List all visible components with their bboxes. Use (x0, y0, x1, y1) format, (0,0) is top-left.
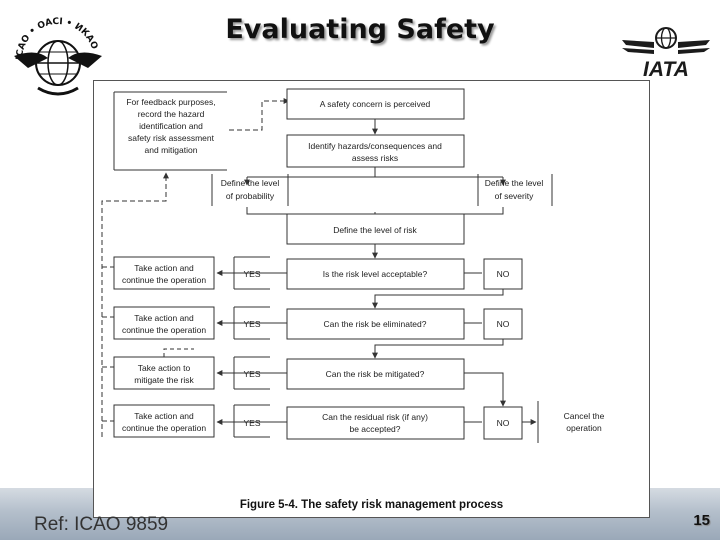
severity-text: Define the level (485, 178, 544, 188)
feedback-line: For feedback purposes, (126, 97, 215, 107)
severity-box: Define the level of severity (477, 174, 553, 206)
question-text: Is the risk level acceptable? (323, 269, 428, 279)
action-box (113, 404, 215, 438)
iata-logo-text: IATA (643, 58, 689, 80)
feedback-line: and mitigation (145, 145, 198, 155)
feedback-connectors (101, 98, 290, 437)
svg-text:identification and: identification and (139, 121, 203, 131)
action-box (113, 356, 215, 390)
action-text: Take action and (134, 263, 194, 273)
page-number: 15 (693, 512, 710, 529)
perceived-text: A safety concern is perceived (320, 99, 431, 109)
identify-text: assess risks (352, 153, 398, 163)
reference-text: Ref: ICAO 9859 (34, 514, 169, 535)
action-text: Take action and (134, 313, 194, 323)
identify-box (286, 134, 465, 168)
slide-title: Evaluating Safety (225, 14, 495, 45)
figure-caption: Figure 5-4. The safety risk management p… (239, 499, 504, 511)
probability-box: Define the level of probability (211, 174, 289, 206)
no-label-box (483, 406, 523, 440)
question-text: Can the residual risk (if any) (322, 412, 428, 422)
yes-label: YES (243, 418, 260, 428)
cancel-text: operation (566, 423, 602, 433)
action-box (113, 306, 215, 340)
action-text: Take action to (138, 363, 191, 373)
yes-label-box (233, 404, 270, 438)
feedback-box: For feedback purposes, record the hazard… (113, 91, 227, 171)
action-text: mitigate the risk (134, 375, 194, 385)
no-label: NO (497, 319, 510, 329)
no-label: NO (497, 418, 510, 428)
identify-text: Identify hazards/consequences and (308, 141, 442, 151)
question-box (286, 258, 465, 290)
feedback-line: record the hazard (138, 109, 205, 119)
question-box (286, 308, 465, 340)
perceived-box (286, 88, 465, 120)
no-label: NO (497, 269, 510, 279)
action-text: continue the operation (122, 275, 206, 285)
question-text: be accepted? (349, 424, 400, 434)
question-box (286, 358, 465, 390)
cancel-box: Cancel the operation (537, 401, 605, 443)
level-of-risk-box (286, 213, 465, 245)
svg-text:For feedback purposes,: For feedback purposes, (126, 97, 215, 107)
iata-logo-icon: IATA (622, 27, 710, 80)
severity-text: of severity (495, 191, 534, 201)
action-text: continue the operation (122, 325, 206, 335)
action-text: continue the operation (122, 423, 206, 433)
question-text: Can the risk be eliminated? (323, 319, 426, 329)
feedback-line: identification and (139, 121, 203, 131)
probability-text: of probability (226, 191, 275, 201)
yes-label: YES (243, 369, 260, 379)
probability-text: Define the level (221, 178, 280, 188)
level-of-risk-text: Define the level of risk (333, 225, 417, 235)
cancel-text: Cancel the (564, 411, 605, 421)
svg-text:safety risk assessment: safety risk assessment (128, 133, 215, 143)
svg-text:and mitigation: and mitigation (145, 145, 198, 155)
action-box (113, 256, 215, 290)
question-box (286, 406, 465, 440)
icao-logo-icon: ICAO • OACI • ИКАО (14, 17, 102, 96)
feedback-line: safety risk assessment (128, 133, 215, 143)
question-text: Can the risk be mitigated? (326, 369, 425, 379)
yes-label: YES (243, 319, 260, 329)
yes-label: YES (243, 269, 260, 279)
safety-risk-flowchart: For feedback purposes, record the hazard… (93, 80, 650, 518)
no-label-box (483, 308, 523, 340)
action-text: Take action and (134, 411, 194, 421)
svg-text:record the hazard: record the hazard (138, 109, 205, 119)
